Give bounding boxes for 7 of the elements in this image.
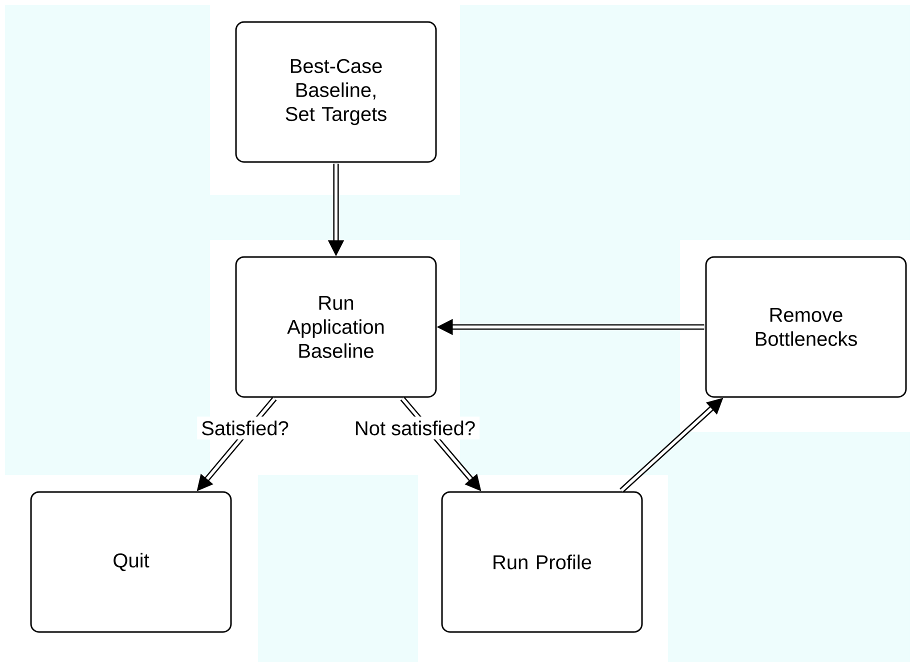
process-box: Remove Bottlenecks xyxy=(705,256,907,398)
process-box: Run Application Baseline xyxy=(235,256,437,398)
process-box: Run Profile xyxy=(441,491,643,633)
process-box: Quit xyxy=(30,491,232,633)
process-box: Best-Case Baseline, Set Targets xyxy=(235,21,437,163)
edge-label: Satisfied? xyxy=(197,416,293,440)
edge-label: Not satisfied? xyxy=(350,416,480,440)
